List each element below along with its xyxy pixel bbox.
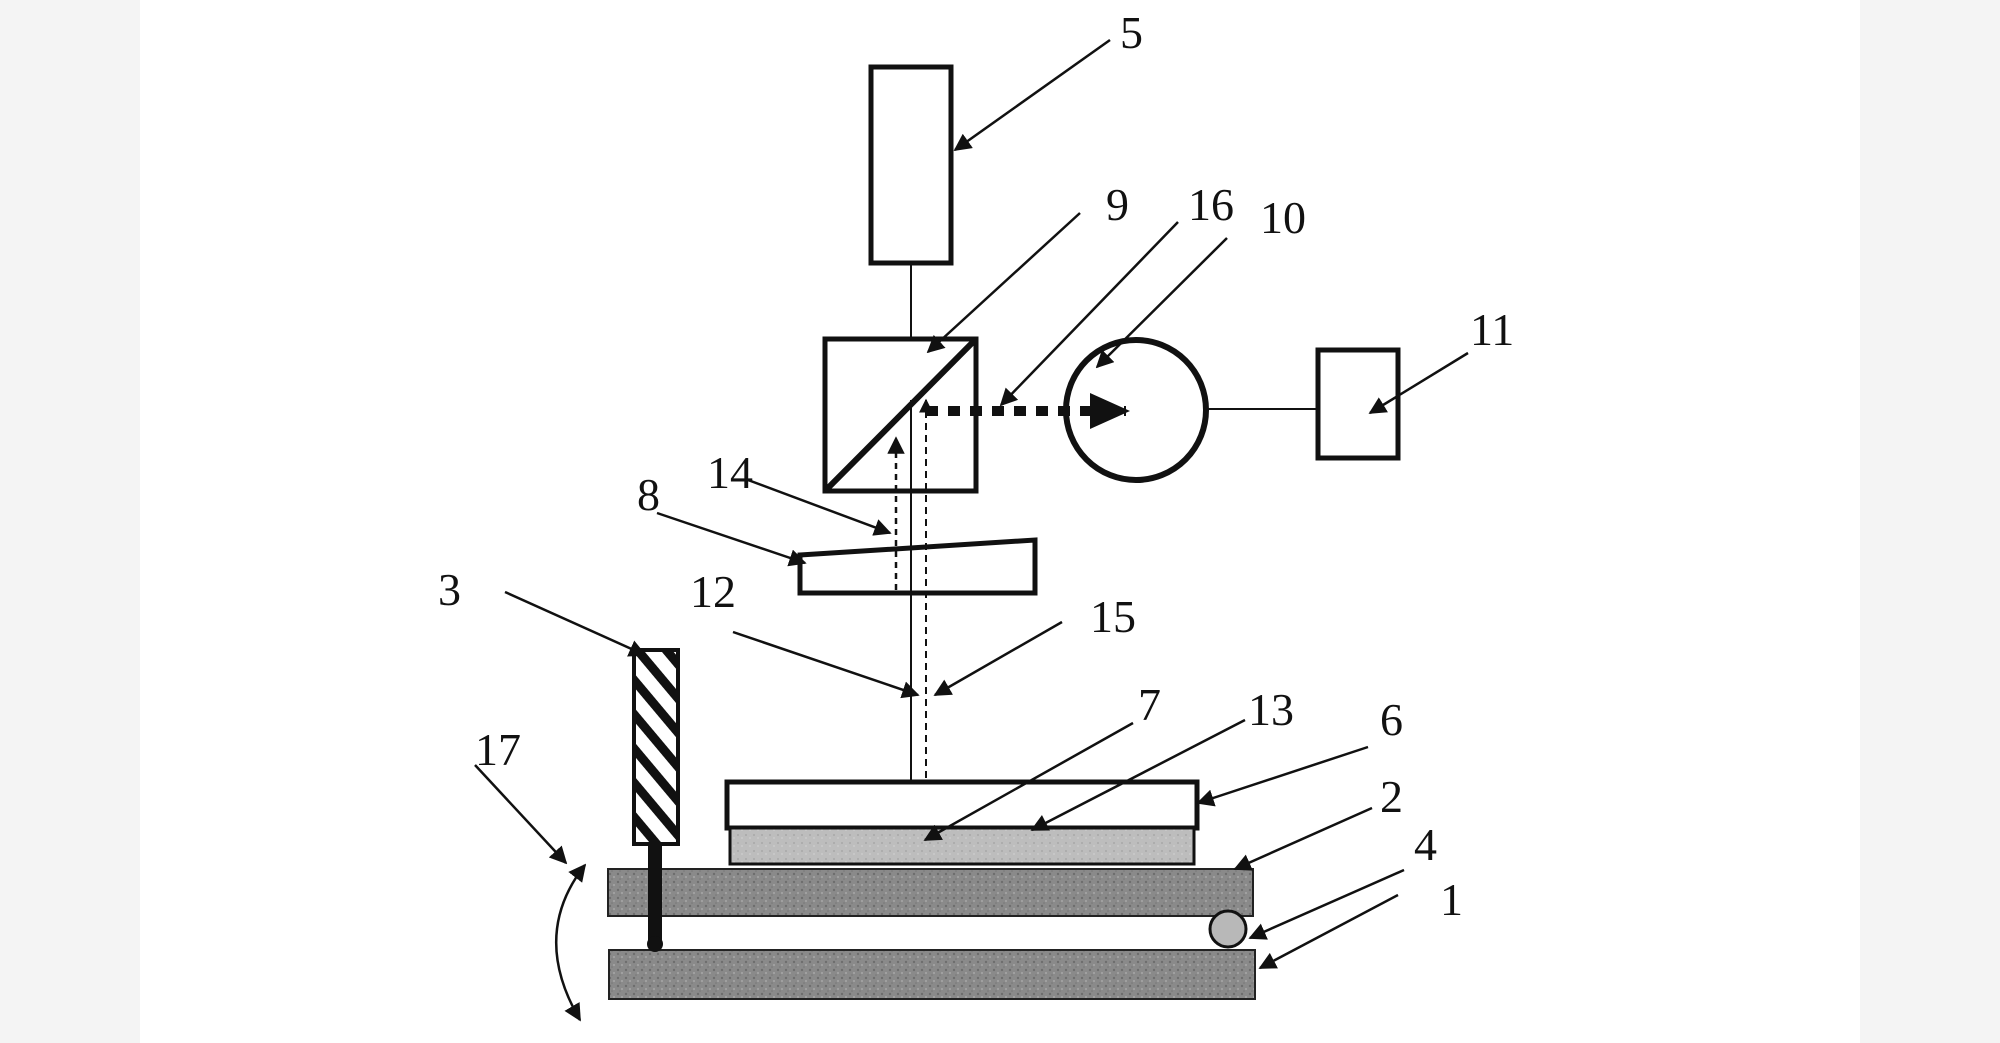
leader-13	[1030, 718, 1246, 832]
leader-8	[656, 511, 807, 567]
callout-12: 12	[690, 566, 736, 617]
base-plate	[608, 949, 1256, 1000]
micrometer-actuator	[632, 648, 680, 846]
reflected-beam-arrowhead	[1090, 393, 1130, 429]
leader-14	[747, 478, 892, 536]
callout-10: 10	[1260, 192, 1306, 243]
leader-1	[1258, 893, 1399, 970]
callout-4: 4	[1414, 819, 1437, 870]
callout-3: 3	[438, 564, 461, 615]
callout-14: 14	[707, 447, 753, 498]
leader-9	[926, 212, 1081, 354]
actuator-shaft	[648, 844, 662, 946]
callout-17: 17	[475, 724, 521, 775]
sample-body	[724, 779, 1200, 831]
sample-coating-layer	[728, 826, 1196, 866]
upper-plate	[607, 868, 1254, 917]
leader-16	[999, 221, 1179, 407]
callout-8: 8	[637, 469, 660, 520]
leader-12	[732, 630, 920, 699]
leader-4	[1248, 868, 1405, 940]
callout-11: 11	[1470, 304, 1514, 355]
actuator-tip	[647, 936, 663, 952]
wedge-window	[797, 537, 1038, 596]
leader-3	[504, 590, 647, 657]
callout-9: 9	[1106, 179, 1129, 230]
leader-7	[923, 721, 1134, 842]
callout-2: 2	[1380, 771, 1403, 822]
leader-5	[953, 38, 1111, 152]
callout-1: 1	[1440, 874, 1463, 925]
beam-splitter-diagonal	[822, 336, 979, 494]
leader-6	[1196, 745, 1369, 807]
leader-11	[1368, 351, 1469, 415]
callout-13: 13	[1248, 684, 1294, 735]
callout-7: 7	[1138, 679, 1161, 730]
callout-15: 15	[1090, 591, 1136, 642]
leader-10	[1095, 237, 1228, 369]
leader-lines	[474, 38, 1469, 970]
callout-6: 6	[1380, 694, 1403, 745]
laser-source	[868, 64, 954, 266]
leader-2	[1233, 806, 1373, 871]
leader-17	[474, 764, 568, 865]
tilt-arc	[555, 863, 587, 1022]
callout-16: 16	[1188, 179, 1234, 230]
callout-5: 5	[1120, 7, 1143, 58]
hinge-roller	[1208, 909, 1248, 949]
leader-15	[933, 620, 1063, 697]
